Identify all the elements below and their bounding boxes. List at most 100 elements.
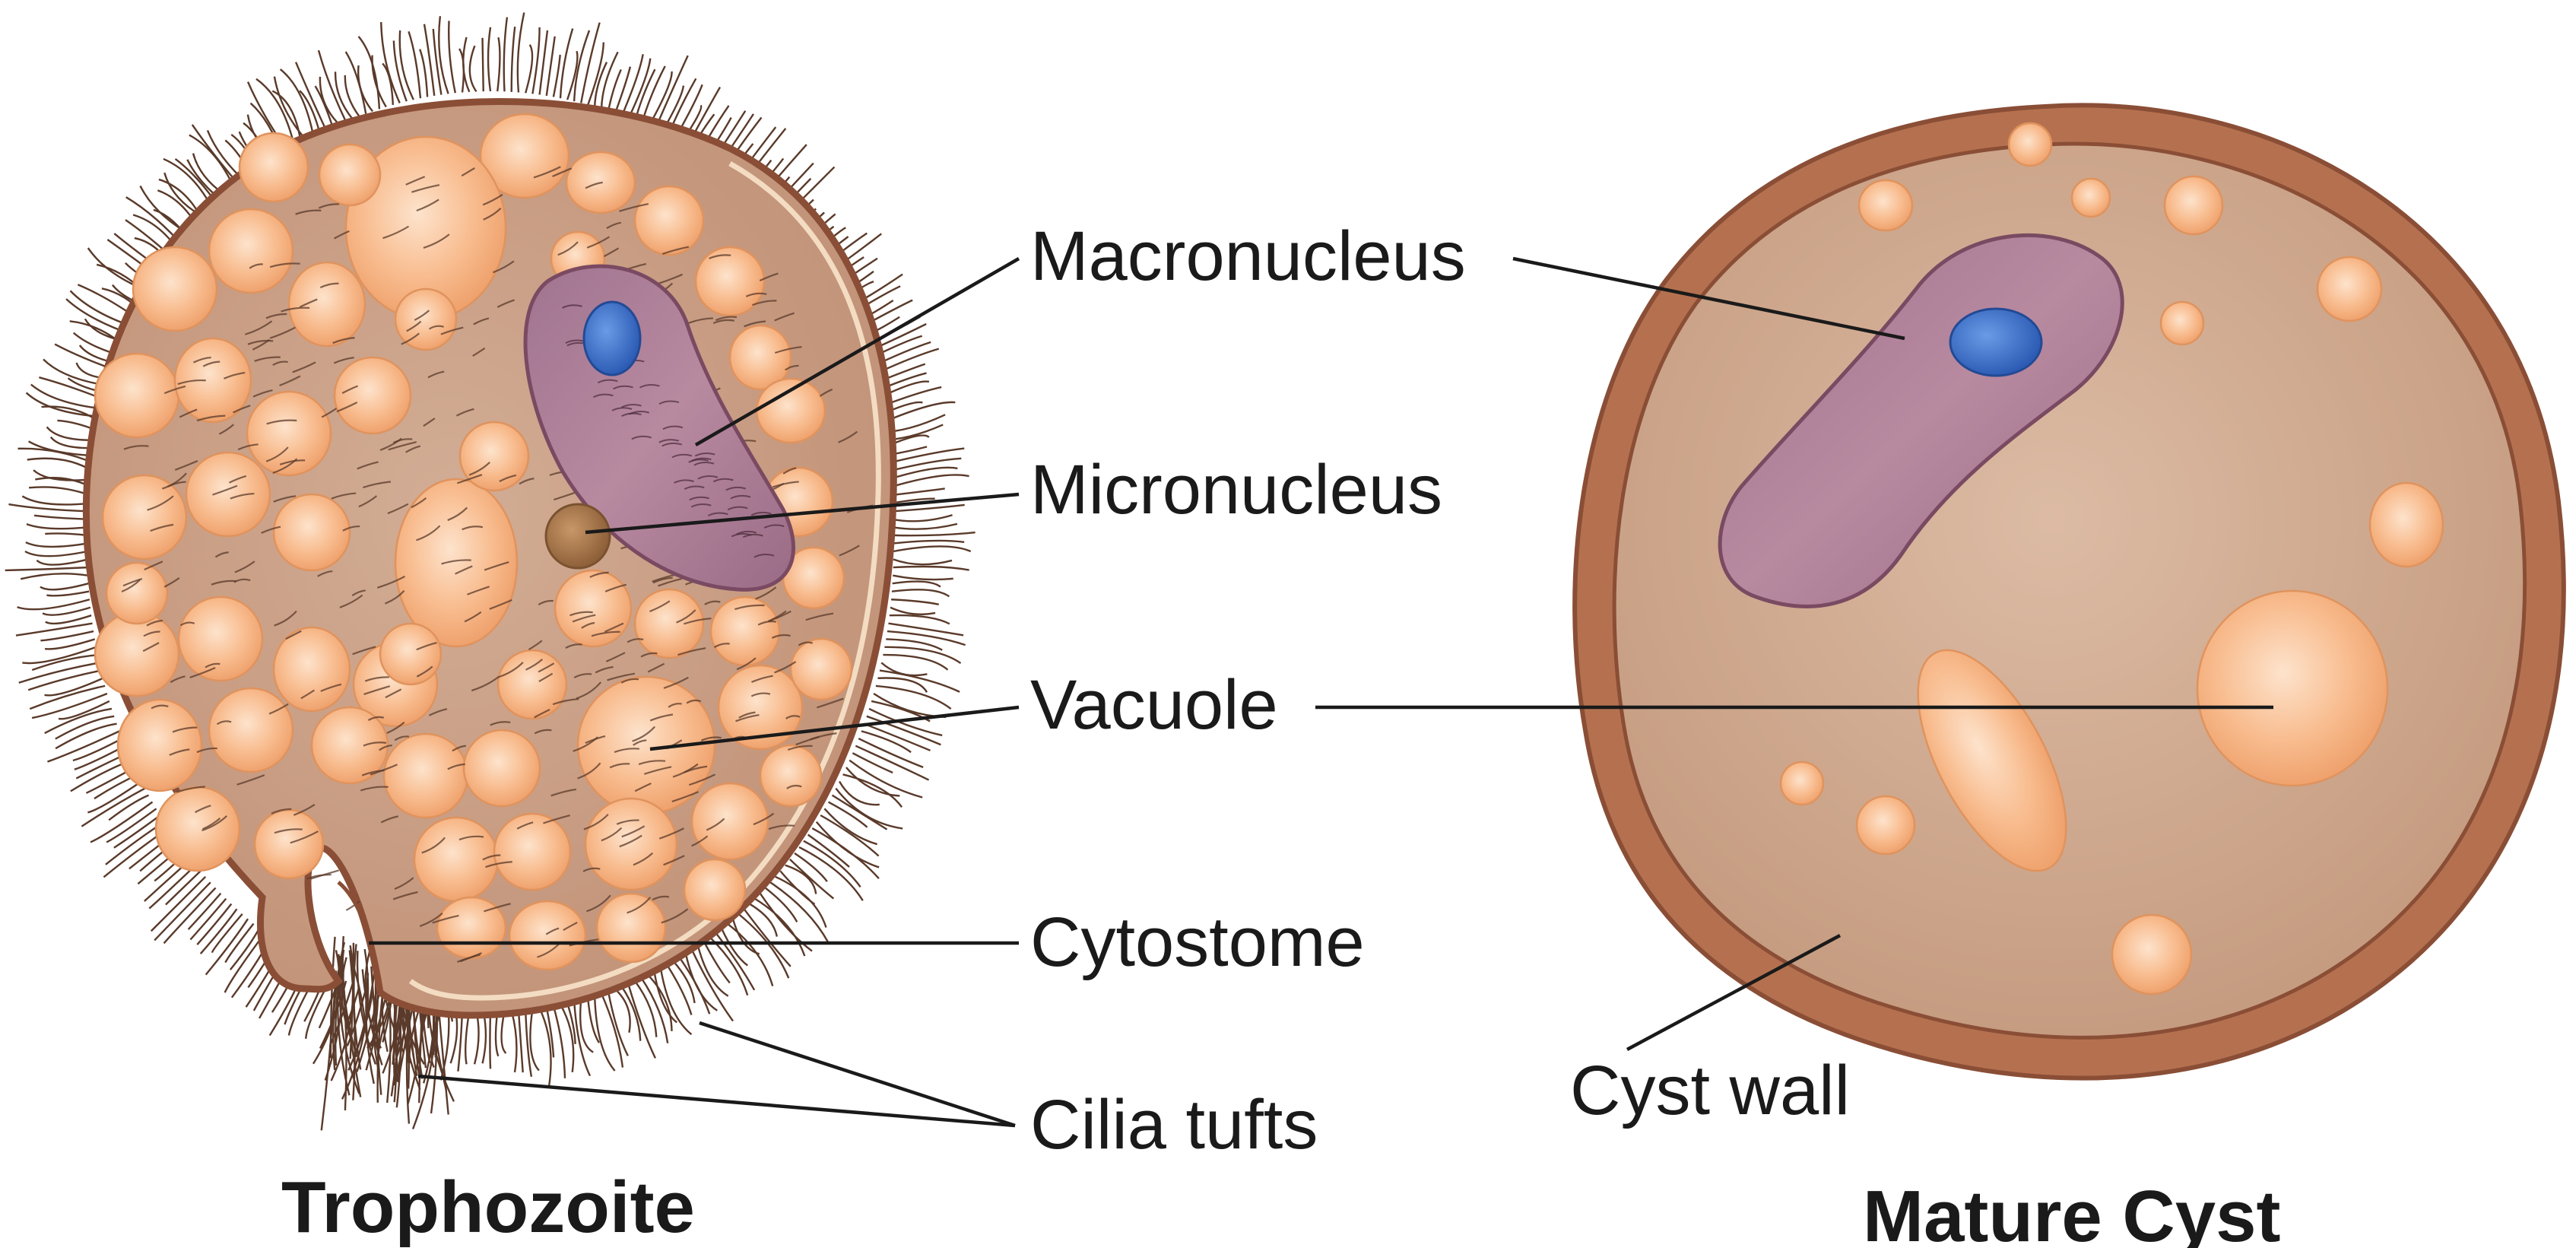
cilium [728, 923, 773, 986]
cilium [27, 524, 88, 529]
cilium [81, 789, 144, 827]
cilium [512, 27, 515, 92]
vacuole [274, 494, 350, 570]
cilium [449, 21, 455, 93]
cilium [164, 888, 216, 943]
cilium [855, 746, 928, 780]
cilium [504, 17, 507, 92]
cilium [36, 560, 87, 565]
vacuole [335, 357, 411, 433]
cilium [46, 615, 91, 624]
cilium [710, 937, 748, 995]
cilium [488, 27, 490, 91]
vacuole [319, 144, 380, 205]
vacuole [635, 186, 703, 255]
vacuole [95, 612, 179, 696]
cilium [40, 583, 88, 589]
cilium [881, 662, 927, 675]
cilium [615, 67, 630, 114]
cilium [655, 972, 677, 1023]
cilium [648, 975, 671, 1031]
vacuole [684, 859, 745, 920]
cilium [46, 592, 89, 596]
cilium [22, 496, 90, 504]
cilium [114, 815, 160, 848]
label-cilia-tufts: Cilia tufts [1030, 1086, 1318, 1164]
cilium [888, 624, 963, 636]
cilium [540, 30, 547, 95]
vacuole [380, 624, 441, 684]
vacuole [760, 745, 821, 806]
cilium [359, 37, 379, 109]
vacuole [464, 730, 540, 806]
cilium [554, 1006, 565, 1078]
vacuole [2370, 483, 2443, 567]
cilium [381, 22, 400, 103]
cilium [755, 899, 805, 956]
cilium [530, 1009, 539, 1071]
vacuole [791, 639, 852, 700]
vacuole [209, 688, 293, 772]
cilium [890, 475, 969, 487]
cilium [201, 909, 237, 954]
cilium [483, 38, 484, 91]
vacuole [106, 563, 167, 624]
cilium [439, 16, 448, 94]
cilium [474, 1011, 478, 1065]
trophozoite-cell [5, 12, 976, 1130]
label-vacuole: Vacuole [1030, 666, 1278, 744]
cilium [635, 981, 656, 1037]
cilium [34, 516, 88, 519]
cilium [17, 599, 90, 609]
cilium [154, 882, 211, 940]
cilium [346, 52, 366, 114]
cilium [893, 582, 941, 587]
cilium [458, 1011, 462, 1072]
trophozoite-micronucleus [546, 504, 610, 568]
vacuole [635, 589, 703, 658]
cilium [335, 71, 353, 119]
cilium [893, 524, 957, 529]
label-cytostome: Cytostome [1030, 903, 1365, 981]
cilium [29, 487, 90, 495]
vacuole [179, 597, 262, 681]
vacuole [384, 734, 468, 818]
vacuole [2161, 302, 2203, 345]
cilium [190, 899, 226, 940]
cilium [765, 888, 797, 922]
cilium [483, 1011, 486, 1063]
vacuole [460, 422, 528, 491]
cilium [319, 50, 346, 122]
cilium [525, 45, 532, 94]
cilium [358, 65, 373, 111]
label-macronucleus: Macronucleus [1030, 218, 1466, 295]
cilium [45, 639, 95, 649]
vacuole [692, 783, 768, 859]
vacuole [240, 133, 308, 202]
vacuole [1857, 796, 1915, 854]
cilium [463, 37, 469, 92]
vacuole [255, 810, 323, 878]
leader-cilia-tufts-b [700, 1023, 1015, 1126]
cilium [574, 1002, 590, 1076]
cilium [496, 1011, 498, 1056]
mature-cyst-cell [1575, 105, 2564, 1078]
cilium [893, 576, 953, 580]
cilium [817, 822, 879, 868]
cilium [28, 671, 101, 691]
cilium [27, 459, 94, 472]
cilium [843, 774, 903, 807]
cilium [886, 449, 964, 464]
cilium [21, 573, 88, 579]
title-mature-cyst: Mature Cyst [1863, 1176, 2280, 1248]
vacuole [498, 650, 566, 719]
vacuole [209, 209, 293, 293]
vacuole [1859, 180, 1912, 230]
cilium [893, 532, 976, 535]
cilium [512, 1011, 517, 1072]
cilium [601, 994, 623, 1068]
cilium [56, 716, 114, 739]
vacuole [585, 799, 677, 890]
cilium [5, 567, 88, 570]
vacuole [509, 901, 585, 970]
